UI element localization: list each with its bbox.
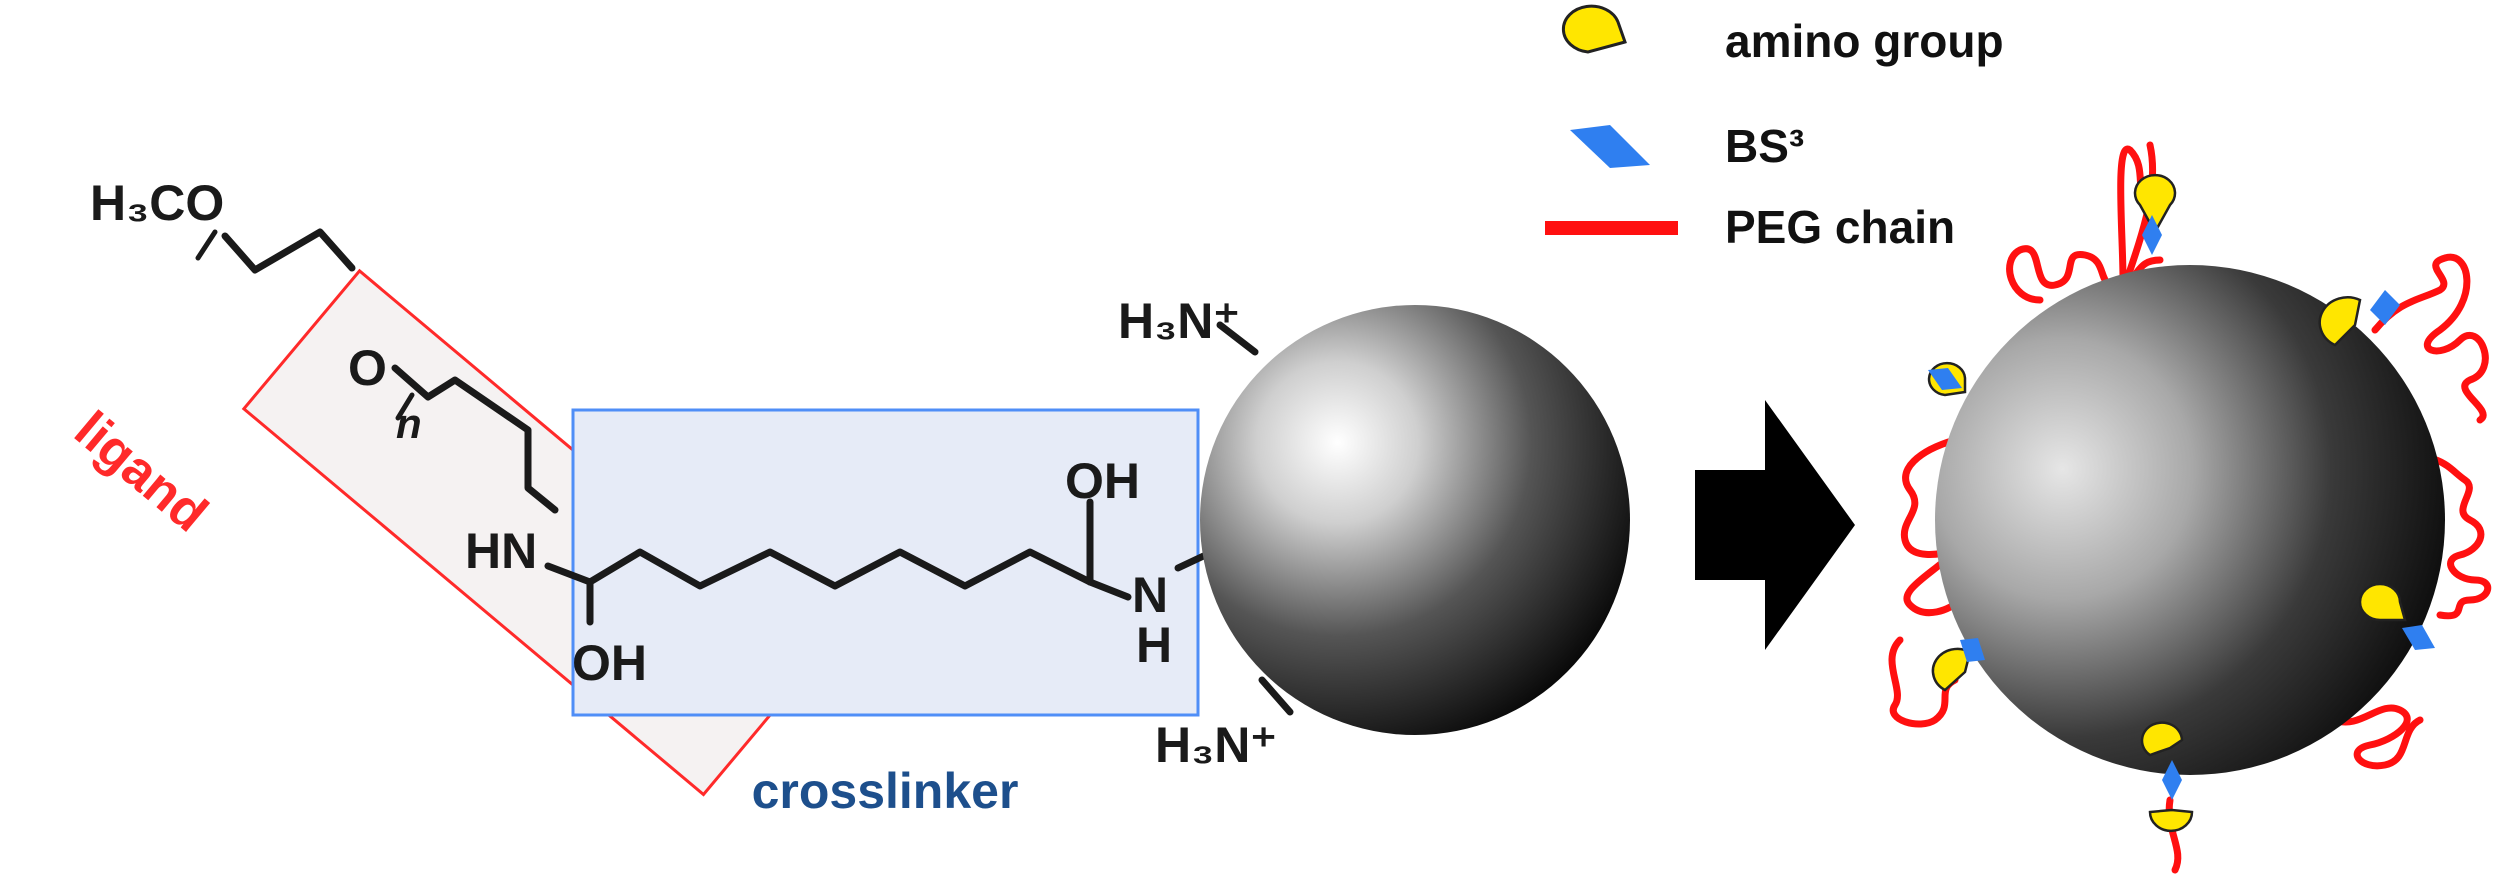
amino-group-upper-right [2318,296,2362,347]
amino-group-right [2358,582,2407,622]
amide-hydrogen: H [1136,617,1172,673]
nanoparticle-sphere-coated [1935,265,2445,775]
legend-label-bs3: BS³ [1725,120,1804,172]
legend-label-peg: PEG chain [1725,201,1955,253]
legend: amino group BS³ PEG chain [1545,4,2004,253]
right-arrow-icon [1695,400,1855,650]
ammonium-bond-bottom [1258,676,1294,716]
ligand-structure [195,228,559,514]
ligand-amine: HN [465,523,537,579]
ligand-label: ligand [64,401,219,544]
ammonium-top: H₃N⁺ [1118,293,1240,349]
bs3-right [2402,625,2435,650]
repeat-count-n: n [396,400,422,447]
peg-chain-lower-left [1888,636,1959,728]
amide-nitrogen: N [1132,567,1168,623]
hydroxyl-right: OH [1065,453,1140,509]
amino-group-bottom-cap [2148,808,2194,833]
peg-chain-bottom [2165,796,2182,874]
nanoparticle-sphere [1200,305,1630,735]
crosslinker-backbone [544,548,1094,590]
amino-group-bottom [2140,721,2184,757]
methoxy-group: H₃CO [90,175,224,231]
hydroxyl-left: OH [572,635,647,691]
peg-chains [1888,141,2491,874]
amino-group-top [2133,173,2177,235]
nanoparticle-functionalized [1888,141,2491,874]
surface-groups [1927,173,2435,833]
nanoparticle-unmodified [1200,305,1630,735]
ligand-chain-lower [391,364,559,514]
ether-oxygen: O [348,340,387,396]
amino-group-lower-left [1931,647,1972,692]
peg-chain-upper-right [2371,253,2489,424]
peg-chain-right [2396,453,2491,620]
bs3-lower-left [1960,638,1985,662]
bs3-bottom [2162,760,2182,800]
repeat-bracket-right [395,392,415,421]
yellow-pacman-icon [1561,4,1627,54]
ligand-chain-upper [221,228,356,274]
crosslinker-structure [544,498,1216,626]
bs3-top [2142,215,2162,255]
bs3-upper-right [2370,290,2400,325]
crosslinker-label: crosslinker [752,763,1019,819]
legend-label-amino: amino group [1725,15,2004,67]
ammonium-bottom: H₃N⁺ [1155,717,1277,773]
peg-chain-left [1900,436,1964,617]
bs3-left [1928,368,1962,390]
repeat-bracket-left [195,229,218,261]
amide-bond [1086,578,1132,601]
blue-diamond-icon [1570,125,1650,168]
ammonium-bond-top [1216,321,1259,356]
